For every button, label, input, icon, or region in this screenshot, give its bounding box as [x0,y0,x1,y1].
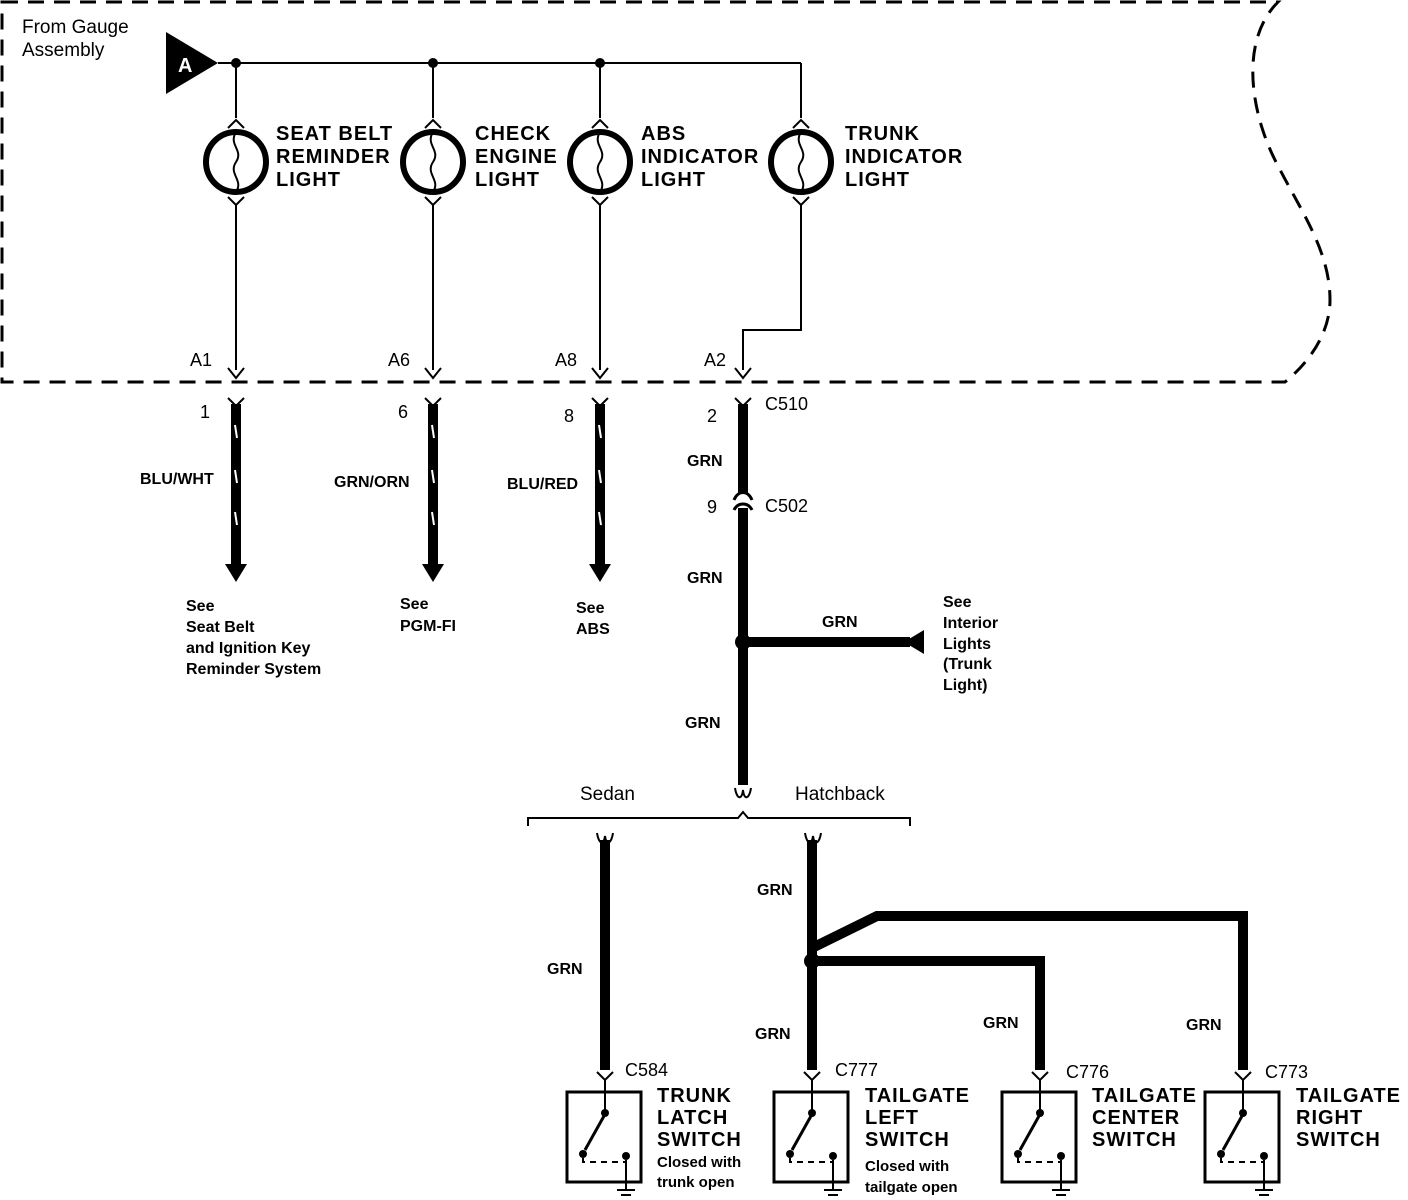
seat-belt-light-label-2: REMINDER [276,146,391,168]
wire-grn-hatch-label-1: GRN [757,882,793,899]
source-label-line2: Assembly [22,40,105,61]
trunk-switch-label-1: TRUNK [657,1085,732,1107]
trunk-indicator-light [734,63,834,380]
wire-grn-orn [422,397,444,582]
connector-c510: C510 [765,394,808,414]
connector-c776: C776 [1066,1062,1109,1082]
wire-grn-label-2: GRN [687,570,723,587]
abs-label-2: INDICATOR [641,146,759,168]
seat-belt-reminder-light [203,63,269,380]
check-engine-light [400,63,466,380]
see-interior-5: Light) [943,677,987,694]
see-pgmfi-1: See [400,596,429,613]
wire-grn-label-interior: GRN [822,614,858,631]
wire-blu-red [589,397,611,582]
term-1: 1 [200,402,210,422]
left-switch-note-2: tailgate open [865,1179,958,1196]
trunk-switch-label-2: LATCH [657,1107,728,1129]
see-abs-1: See [576,600,605,617]
wire-grn-right-label: GRN [1186,1017,1222,1034]
wire-grn-center-label: GRN [983,1015,1019,1032]
tailgate-right-switch [1203,1090,1281,1196]
tailgate-center-switch [1000,1090,1078,1196]
wire-grn-trunk [732,397,924,799]
trunk-indicator-label-1: TRUNK [845,123,920,145]
wire-blu-wht-label: BLU/WHT [140,471,214,488]
trunk-switch-label-3: SWITCH [657,1129,742,1151]
see-interior-3: Lights [943,636,991,653]
right-switch-label-2: RIGHT [1296,1107,1363,1129]
wire-grn-sedan-label: GRN [547,961,583,978]
wire-grn-label-1: GRN [687,453,723,470]
left-switch-label-2: LEFT [865,1107,919,1129]
sedan-branch-wire [596,832,614,1092]
connector-c584: C584 [625,1060,668,1080]
term-9: 9 [707,497,717,517]
center-switch-label-3: SWITCH [1092,1129,1177,1151]
pin-a1: A1 [190,350,212,370]
connector-c777: C777 [835,1060,878,1080]
trunk-latch-switch [565,1090,643,1196]
connector-c502: C502 [765,496,808,516]
hatchback-label: Hatchback [795,784,885,805]
right-switch-label-3: SWITCH [1296,1129,1381,1151]
trunk-switch-note-1: Closed with [657,1154,741,1171]
left-switch-label-1: TAILGATE [865,1085,970,1107]
variant-bracket [527,810,911,826]
seat-belt-light-label-3: LIGHT [276,169,341,191]
abs-indicator-light [567,63,633,380]
see-interior-4: (Trunk [943,656,992,673]
see-seatbelt-1: See [186,598,215,615]
abs-label-3: LIGHT [641,169,706,191]
term-2: 2 [707,406,717,426]
pin-a2: A2 [704,350,726,370]
trunk-indicator-label-3: LIGHT [845,169,910,191]
wire-grn-label-3: GRN [685,715,721,732]
seat-belt-light-label-1: SEAT BELT [276,123,393,145]
see-pgmfi-2: PGM-FI [400,618,456,635]
center-switch-label-2: CENTER [1092,1107,1180,1129]
wire-blu-wht [225,397,247,582]
wire-grn-hatch-label-2: GRN [755,1026,791,1043]
trunk-switch-note-2: trunk open [657,1174,735,1191]
hatchback-branch-wire [803,832,1252,1092]
see-seatbelt-3: and Ignition Key [186,640,311,657]
abs-label-1: ABS [641,123,686,145]
term-8: 8 [564,406,574,426]
sedan-label: Sedan [580,784,635,805]
trunk-indicator-label-2: INDICATOR [845,146,963,168]
check-engine-label-3: LIGHT [475,169,540,191]
see-interior-1: See [943,594,972,611]
connector-c773: C773 [1265,1062,1308,1082]
wire-grn-orn-label: GRN/ORN [334,474,410,491]
see-interior-2: Interior [943,615,998,632]
connector-a-label: A [178,55,192,77]
see-seatbelt-4: Reminder System [186,661,321,678]
pin-a6: A6 [388,350,410,370]
source-label-line1: From Gauge [22,17,129,38]
connector-a-marker [166,32,218,94]
tailgate-left-switch [772,1090,850,1196]
gauge-assembly-outline [0,0,1332,384]
see-abs-2: ABS [576,621,610,638]
right-switch-label-1: TAILGATE [1296,1085,1401,1107]
term-6: 6 [398,402,408,422]
left-switch-label-3: SWITCH [865,1129,950,1151]
check-engine-label-1: CHECK [475,123,551,145]
left-switch-note-1: Closed with [865,1158,949,1175]
pin-a8: A8 [555,350,577,370]
see-seatbelt-2: Seat Belt [186,619,255,636]
center-switch-label-1: TAILGATE [1092,1085,1197,1107]
wire-blu-red-label: BLU/RED [507,476,578,493]
check-engine-label-2: ENGINE [475,146,558,168]
